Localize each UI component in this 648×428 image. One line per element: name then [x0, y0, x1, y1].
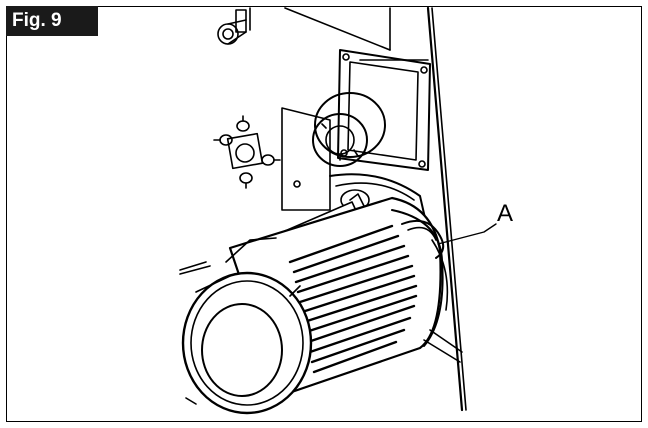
base-lines [185, 329, 463, 405]
cable [401, 220, 445, 259]
callout-a-label: A [497, 200, 514, 227]
flange-plate [312, 49, 431, 171]
top-fitting [217, 9, 247, 45]
motor-cooling-fins [288, 224, 418, 374]
motor-bracket [281, 107, 431, 241]
cabinet-panel [249, 6, 467, 412]
motor-end-cap [181, 271, 313, 415]
cross-valve [213, 115, 281, 189]
callout-a-leader [437, 223, 497, 245]
figure-label: Fig. 9 [6, 6, 98, 36]
